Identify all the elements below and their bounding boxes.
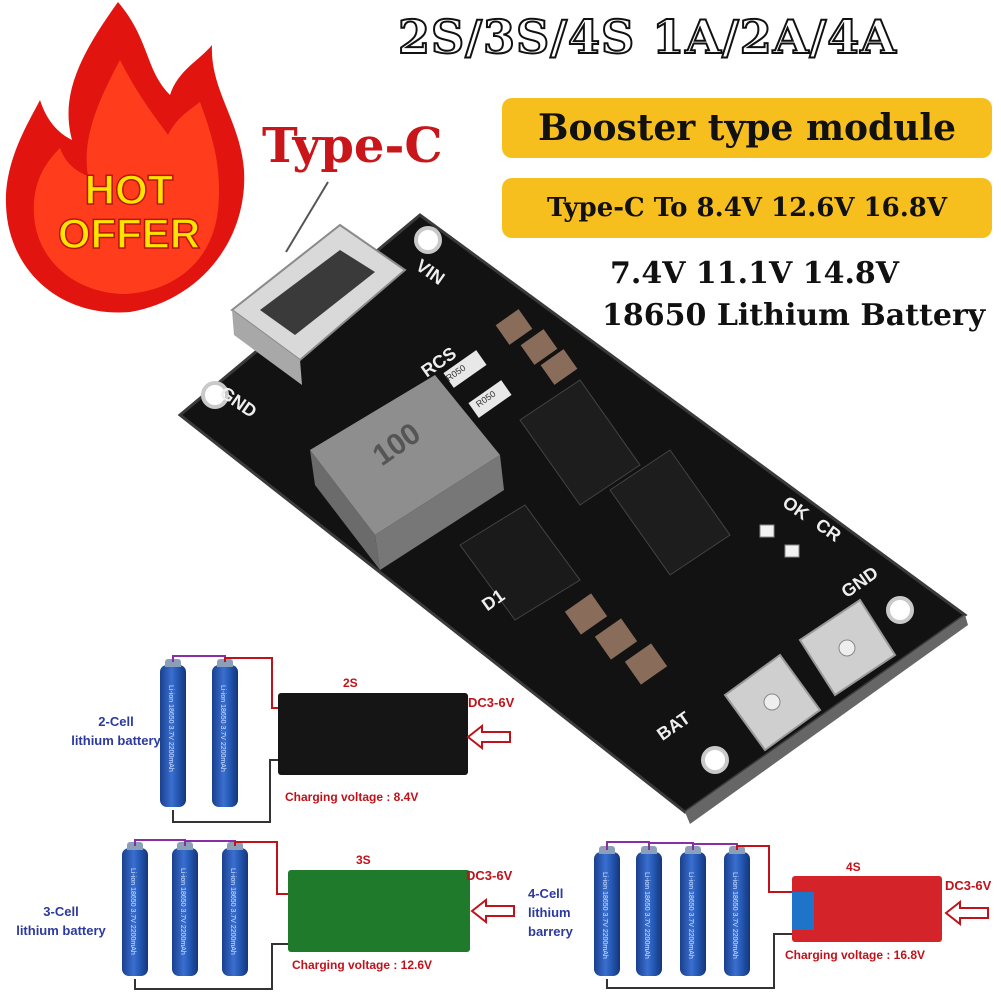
offer-text: OFFER [57, 210, 201, 257]
three-cell-label: 3-Cell lithium battery [16, 904, 106, 938]
two-cell-wiring [172, 655, 278, 823]
three-s-dc-label: DC3-6V [466, 868, 513, 883]
two-s-charging-voltage: Charging voltage : 8.4V [285, 790, 419, 804]
typec-callout: Type-C [262, 118, 443, 174]
two-s-module [278, 693, 468, 775]
four-cell-wiring [606, 841, 794, 989]
battery-cell: Li-ion 18650 3.7V 2200mAh [724, 846, 750, 976]
three-s-module [288, 870, 470, 952]
pcb-board [177, 213, 968, 824]
two-s-dc-label: DC3-6V [468, 695, 515, 710]
three-cell-wiring [134, 839, 288, 990]
battery-voltages: 7.4V 11.1V 14.8V [610, 256, 900, 291]
three-s-charging-voltage: Charging voltage : 12.6V [292, 958, 433, 972]
four-cell-label: 4-Cell lithium barrery [528, 886, 573, 939]
battery-cell: Li-ion 18650 3.7V 2200mAh [680, 846, 706, 976]
hot-offer-badge: HOT OFFER [54, 166, 204, 257]
booster-pill: Booster type module [502, 98, 992, 158]
input-arrow-icon [470, 898, 515, 924]
battery-cell: Li-ion 18650 3.7V 2200mAh [212, 659, 238, 807]
flame-badge-icon [5, 2, 245, 313]
voltage-pill: Type-C To 8.4V 12.6V 16.8V [502, 178, 992, 238]
battery-type: 18650 Lithium Battery [602, 298, 986, 333]
screw-terminal [792, 892, 814, 930]
four-s-charging-voltage: Charging voltage : 16.8V [785, 948, 926, 962]
four-s-module [792, 876, 942, 942]
input-arrow-icon [944, 900, 989, 926]
hot-text: HOT [84, 166, 174, 213]
typec-leader-line [285, 181, 329, 253]
four-s-dc-label: DC3-6V [945, 878, 992, 893]
two-cell-label: 2-Cell lithium battery [71, 714, 161, 748]
four-s-module-label: 4S [846, 860, 861, 874]
battery-cell: Li-ion 18650 3.7V 2200mAh [160, 659, 186, 807]
battery-cell: Li-ion 18650 3.7V 2200mAh [172, 842, 198, 976]
input-arrow-icon [466, 724, 511, 750]
two-s-module-label: 2S [343, 676, 358, 690]
product-title: 2S/3S/4S 1A/2A/4A [397, 9, 897, 65]
three-s-module-label: 3S [356, 853, 371, 867]
